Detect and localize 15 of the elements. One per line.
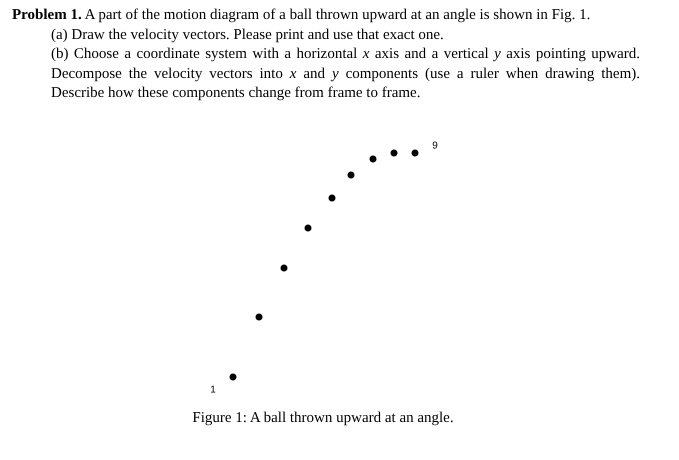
ball-position-dot — [230, 374, 236, 380]
frame-number: 9 — [432, 140, 438, 152]
problem-text: Problem 1. A part of the motion diagram of a ball thrown upward at an angle is shown in Fig. 1. — [12, 6, 592, 25]
ball-position-dot — [348, 172, 354, 178]
figure-caption: Figure 1: A ball thrown upward at an angle. — [191, 410, 455, 427]
ball-position-dot — [412, 150, 418, 156]
ball-position-dot — [370, 156, 376, 162]
ball-position-dot — [280, 264, 288, 272]
problem-text: (b) Choose a coordinate system with a horizontal x axis and a vertical y axis pointing upward. Decompose the velocity vectors into x and y components (use a ruler when drawing them). Describe how these components change from frame to frame. — [50, 45, 640, 103]
frame-number: 1 — [210, 384, 216, 396]
ball-position-dot — [304, 224, 312, 232]
ball-position-dot — [390, 150, 398, 156]
ball-position-dot — [328, 194, 336, 202]
ball-position-dot — [256, 314, 262, 320]
problem-text: (a) Draw the velocity vectors. Please print and use that exact one. — [50, 26, 445, 44]
